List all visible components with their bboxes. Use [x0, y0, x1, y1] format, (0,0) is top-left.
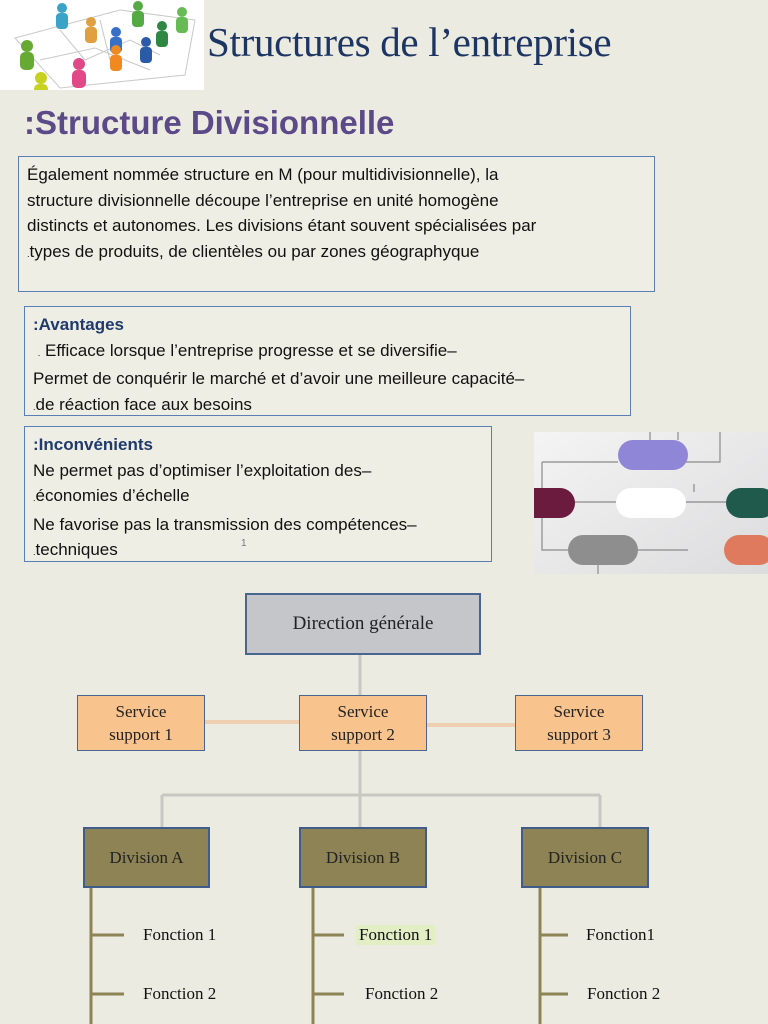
page-title: Structures de l’entreprise — [207, 19, 612, 65]
intro-line: distincts et autonomes. Les divisions ét… — [27, 216, 537, 235]
advantage-item: . Efficace lorsque l’entreprise progress… — [33, 338, 622, 367]
flowchart-illustration — [534, 432, 768, 574]
advantages-heading: :Avantages — [33, 315, 125, 334]
bullet-dot: . — [33, 547, 36, 557]
service-label: support 3 — [547, 725, 611, 744]
advantage-text: Efficace lorsque l’entreprise progresse … — [44, 340, 457, 360]
service-support-3-box: Service support 3 — [515, 695, 643, 751]
disadvantages-box: :Inconvénients Ne permet pas d’optimiser… — [24, 426, 492, 562]
disadvantage-text: techniques — [35, 540, 118, 559]
footnote-number: 1 — [241, 538, 247, 549]
advantage-text: de réaction face aux besoins — [35, 394, 252, 414]
disadvantage-text: économies d’échelle — [35, 486, 190, 505]
bullet-dot: . — [27, 248, 30, 259]
disadvantage-item: Ne permet pas d’optimiser l’exploitation… — [33, 460, 372, 480]
service-label: Service — [553, 702, 605, 721]
disadvantages-heading: :Inconvénients — [33, 435, 153, 454]
direction-generale-box: Direction générale — [245, 593, 481, 655]
advantage-item: Permet de conquérir le marché et d’avoir… — [33, 369, 525, 388]
advantage-item: .de réaction face aux besoins — [33, 392, 622, 421]
intro-text-box: Également nommée structure en M (pour mu… — [18, 156, 655, 292]
division-c-box: Division C — [521, 827, 649, 888]
division-a-function-2: Fonction 2 — [143, 984, 217, 1003]
service-label: support 2 — [331, 725, 395, 744]
intro-line-text: types de produits, de clientèles ou par … — [29, 241, 480, 261]
disadvantage-item: .techniques — [33, 537, 483, 566]
bullet-dot: . — [33, 493, 36, 503]
division-c-function-2: Fonction 2 — [587, 984, 661, 1003]
division-b-function-1: Fonction 1 — [356, 925, 436, 945]
division-a-box: Division A — [83, 827, 210, 888]
section-title: :Structure Divisionnelle — [24, 104, 395, 141]
advantages-box: :Avantages . Efficace lorsque l’entrepri… — [24, 306, 631, 416]
bullet-dot: . — [37, 347, 41, 358]
service-label: support 1 — [109, 725, 173, 744]
people-network-icon — [14, 1, 196, 90]
flowchart-icon — [534, 432, 768, 574]
disadvantage-item: .économies d’échelle — [33, 483, 483, 512]
intro-line: Également nommée structure en M (pour mu… — [27, 165, 499, 184]
division-b-function-2: Fonction 2 — [365, 984, 439, 1003]
service-support-2-box: Service support 2 — [299, 695, 427, 751]
bullet-dot: . — [33, 401, 36, 412]
service-support-1-box: Service support 1 — [77, 695, 205, 751]
division-c-function-1: Fonction1 — [586, 925, 655, 944]
service-label: Service — [337, 702, 389, 721]
division-a-function-1: Fonction 1 — [143, 925, 217, 944]
service-label: Service — [115, 702, 167, 721]
intro-line: .types de produits, de clientèles ou par… — [27, 239, 646, 268]
intro-line: structure divisionnelle découpe l’entrep… — [27, 190, 499, 210]
disadvantage-item: Ne favorise pas la transmission des comp… — [33, 514, 417, 534]
division-b-box: Division B — [299, 827, 427, 888]
org-people-illustration — [0, 0, 204, 90]
